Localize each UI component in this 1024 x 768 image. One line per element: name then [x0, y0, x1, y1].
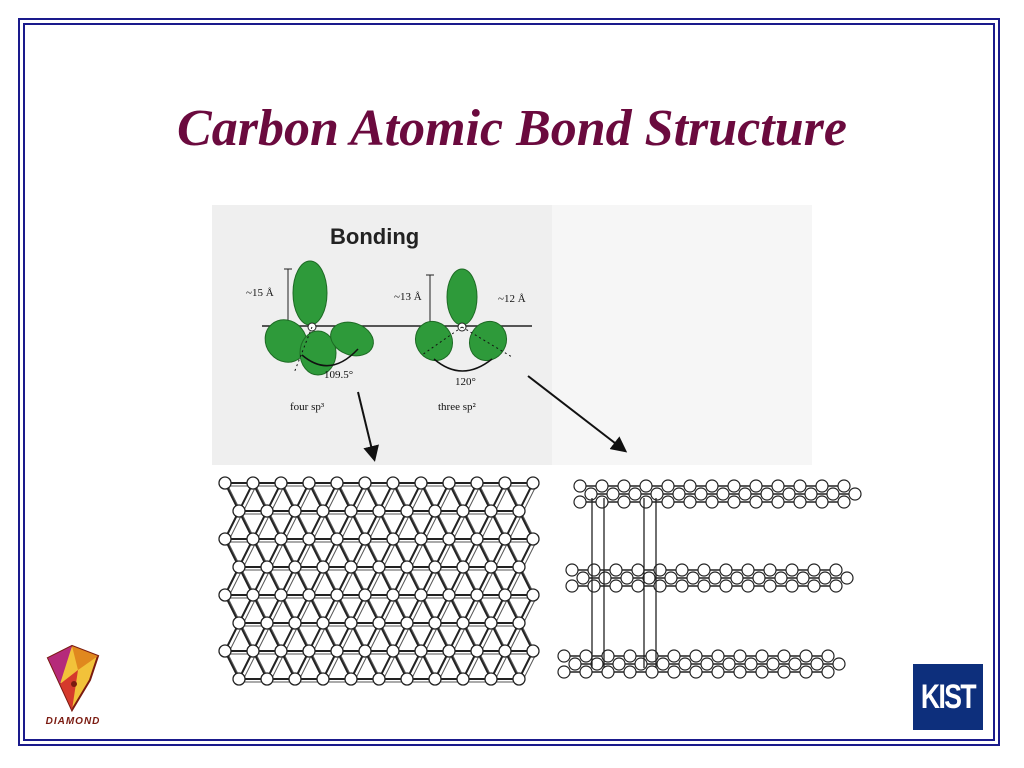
arrow-to-graphite [527, 375, 628, 453]
bonding-heading: Bonding [330, 224, 420, 249]
sp3-orbital [264, 260, 374, 376]
sp2-length-right-label: ~12 Å [498, 293, 526, 305]
orbital-diagram [262, 260, 532, 376]
graphite-lattice [557, 479, 862, 679]
sp2-orbital [414, 268, 508, 362]
arrow-to-diamond [357, 391, 379, 462]
slide-border-outer [18, 18, 1000, 746]
diamond-logo [46, 644, 100, 713]
slide-title: Carbon Atomic Bond Structure [177, 100, 847, 157]
sp2-angle-label: 120° [455, 376, 476, 388]
sp2-length-left-label: ~13 Å [394, 291, 422, 303]
kist-logo-text: KIST [920, 678, 977, 716]
sp3-angle-label: 109.5° [324, 369, 354, 381]
arrows [357, 375, 628, 462]
sp3-length-label: ~15 Å [246, 287, 274, 299]
sp3-caption: four sp³ [290, 401, 325, 413]
slide-border-inner [23, 23, 995, 741]
sp2-caption: three sp² [438, 401, 476, 413]
diamond-logo-text: DIAMOND [45, 716, 101, 727]
diamond-lattice [218, 476, 540, 686]
kist-logo: KIST [913, 664, 983, 730]
